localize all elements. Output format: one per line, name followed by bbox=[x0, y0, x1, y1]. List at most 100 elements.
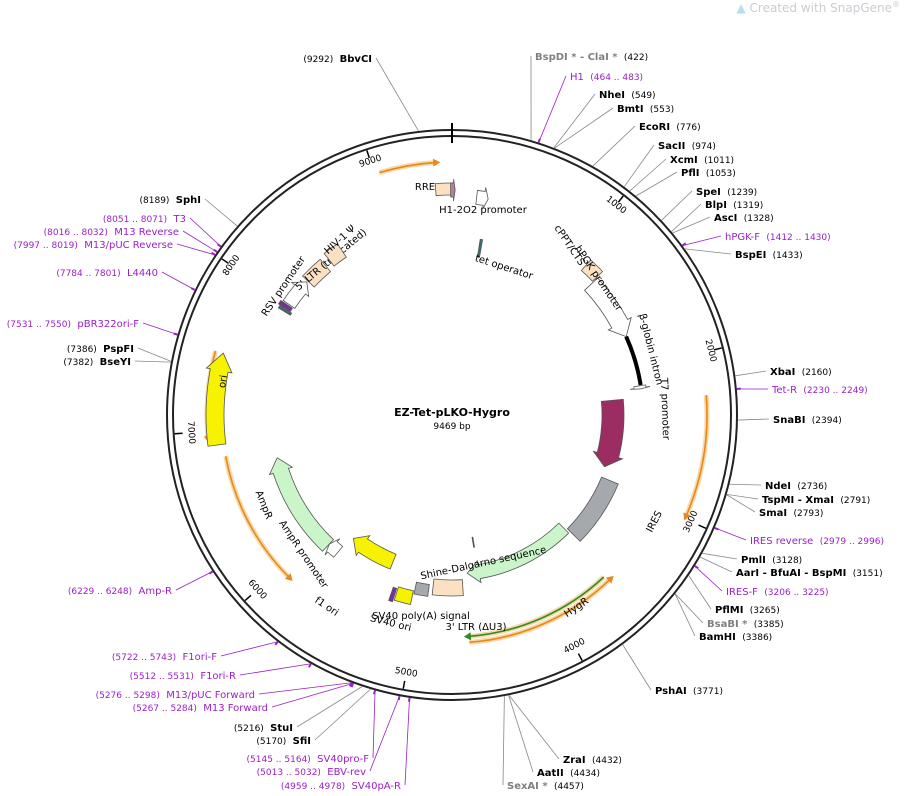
tick-label: 2000 bbox=[703, 338, 718, 363]
SfiI-name: SfiI bbox=[293, 736, 311, 747]
XcmI-label: XcmI (1011) bbox=[670, 155, 734, 166]
NdeI-name: NdeI bbox=[765, 481, 791, 492]
SacII-name: SacII bbox=[658, 141, 685, 152]
BbvCI-name: BbvCI bbox=[340, 54, 372, 65]
hPGK-F-leader bbox=[682, 235, 722, 247]
XbaI-name: XbaI bbox=[770, 367, 795, 378]
tick-mark bbox=[698, 524, 707, 530]
M13-Forward-label: (5267 .. 5284) M13 Forward bbox=[133, 703, 268, 714]
NheI-name: NheI bbox=[599, 90, 625, 101]
SV40pA-R-leader bbox=[404, 697, 410, 786]
BspDI-ClaI-label: BspDI * - ClaI * (422) bbox=[535, 52, 648, 63]
NheI-leader bbox=[553, 93, 596, 149]
IRES-F-label: IRES-F (3206 .. 3225) bbox=[726, 587, 829, 598]
tick-label: 9000 bbox=[358, 153, 383, 170]
ZraI-leader bbox=[508, 695, 560, 760]
SmaI-leader bbox=[726, 494, 756, 513]
SphI-coord: (8189) bbox=[140, 196, 170, 206]
SV40pro-F-label: (5145 .. 5164) SV40pro-F bbox=[247, 754, 370, 765]
ltr-3 bbox=[431, 578, 464, 597]
BspEI-coord: (1433) bbox=[773, 251, 803, 261]
tick-mark bbox=[366, 150, 371, 159]
BlpI-coord: (1319) bbox=[733, 201, 763, 211]
StuI-name: StuI bbox=[270, 723, 293, 734]
orf-hygr-green-head bbox=[463, 632, 472, 641]
tet-operator bbox=[476, 238, 484, 258]
H1-label: H1 (464 .. 483) bbox=[570, 72, 643, 83]
EBV-rev-coord: (5013 .. 5032) bbox=[257, 768, 321, 778]
BlpI-label: BlpI (1319) bbox=[705, 200, 763, 211]
ori-label: ori bbox=[217, 374, 230, 389]
ZraI-label: ZraI (4432) bbox=[563, 755, 622, 766]
TspMI-XmaI-coord: (2791) bbox=[840, 496, 870, 506]
PmlI-leader bbox=[702, 552, 738, 560]
NdeI-coord: (2736) bbox=[797, 482, 827, 492]
AscI-coord: (1328) bbox=[744, 214, 774, 224]
StuI-coord: (5216) bbox=[234, 724, 264, 734]
AarI-BfuAI-BspMI-name: AarI - BfuAI - BspMI bbox=[736, 568, 846, 579]
IRES-reverse-label: IRES reverse (2979 .. 2996) bbox=[750, 536, 884, 547]
orf-ampR bbox=[224, 456, 290, 578]
AscI-leader bbox=[672, 216, 711, 234]
SV40pA-R-primer-mark bbox=[407, 697, 411, 702]
f1-ori-label: f1 ori bbox=[313, 595, 341, 619]
h1-2o2-promoter-label: H1-2O2 promoter bbox=[439, 205, 528, 216]
Amp-R-coord: (6229 .. 6248) bbox=[68, 587, 132, 597]
orf-hygr-outer-head bbox=[605, 575, 614, 584]
orf-ampR-head bbox=[284, 573, 293, 581]
SV40pro-F-name: SV40pro-F bbox=[317, 754, 369, 765]
L4440-leader bbox=[161, 271, 196, 291]
sv40-ori-purple bbox=[388, 586, 398, 603]
tick-mark bbox=[402, 680, 406, 689]
L4440-coord: (7784 .. 7801) bbox=[56, 269, 120, 279]
PspFI-coord: (7386) bbox=[67, 345, 97, 355]
ltr-5 bbox=[301, 258, 332, 288]
BlpI-name: BlpI bbox=[705, 200, 727, 211]
M13-Forward-primer-mark bbox=[350, 682, 354, 688]
tick-label: 7000 bbox=[185, 421, 197, 445]
PflI-name: PflI bbox=[681, 168, 699, 179]
M13-pUC-Reverse-coord: (7997 .. 8019) bbox=[14, 241, 78, 251]
BspDI-ClaI-name: BspDI * - ClaI * bbox=[535, 52, 618, 63]
plasmid-name: EZ-Tet-pLKO-Hygro bbox=[394, 406, 510, 419]
F1ori-F-label: (5722 .. 5743) F1ori-F bbox=[112, 652, 217, 663]
cppt-cts bbox=[580, 259, 604, 282]
orf-top-head bbox=[432, 158, 441, 167]
BsaBI-name: BsaBI * bbox=[707, 619, 748, 630]
PflI-leader bbox=[635, 171, 678, 197]
TspMI-XmaI-label: TspMI - XmaI (2791) bbox=[762, 495, 870, 506]
BlpI-leader bbox=[671, 203, 702, 233]
PflMI-coord: (3265) bbox=[750, 606, 780, 616]
BseYI-name: BseYI bbox=[100, 357, 131, 368]
ori bbox=[205, 352, 233, 447]
IRES-F-coord: (3206 .. 3225) bbox=[764, 588, 828, 598]
BamHI-coord: (3386) bbox=[742, 633, 772, 643]
NdeI-leader bbox=[729, 483, 762, 486]
NheI-label: NheI (549) bbox=[599, 90, 656, 101]
AarI-BfuAI-BspMI-label: AarI - BfuAI - BspMI (3151) bbox=[736, 568, 883, 579]
hygR bbox=[466, 522, 570, 584]
SpeI-label: SpeI (1239) bbox=[696, 187, 757, 198]
watermark-brand: SnapGene bbox=[830, 1, 892, 15]
XcmI-name: XcmI bbox=[670, 155, 698, 166]
NheI-coord: (549) bbox=[631, 91, 655, 101]
BsaBI-leader bbox=[674, 593, 704, 624]
BspDI-ClaI-coord: (422) bbox=[624, 53, 648, 63]
AscI-name: AscI bbox=[714, 213, 737, 224]
Tet-R-name: Tet-R bbox=[771, 385, 797, 396]
ZraI-coord: (4432) bbox=[592, 756, 622, 766]
ampR bbox=[268, 457, 335, 552]
PflI-label: PflI (1053) bbox=[681, 168, 736, 179]
PflMI-leader bbox=[688, 575, 712, 610]
M13-pUC-Reverse-primer-mark bbox=[211, 251, 216, 256]
SpeI-name: SpeI bbox=[696, 187, 721, 198]
SexAI-coord: (4457) bbox=[554, 782, 584, 792]
tet-operator-label: tet operator bbox=[473, 253, 534, 282]
EcoRI-leader bbox=[592, 125, 636, 167]
H1-coord: (464 .. 483) bbox=[590, 73, 643, 83]
Tet-R-label: Tet-R (2230 .. 2249) bbox=[771, 385, 868, 396]
snapgene-watermark: ▲ Created with SnapGene® bbox=[736, 0, 900, 15]
BseYI-leader bbox=[134, 360, 171, 363]
snapgene-leaf-icon: ▲ bbox=[736, 1, 746, 15]
